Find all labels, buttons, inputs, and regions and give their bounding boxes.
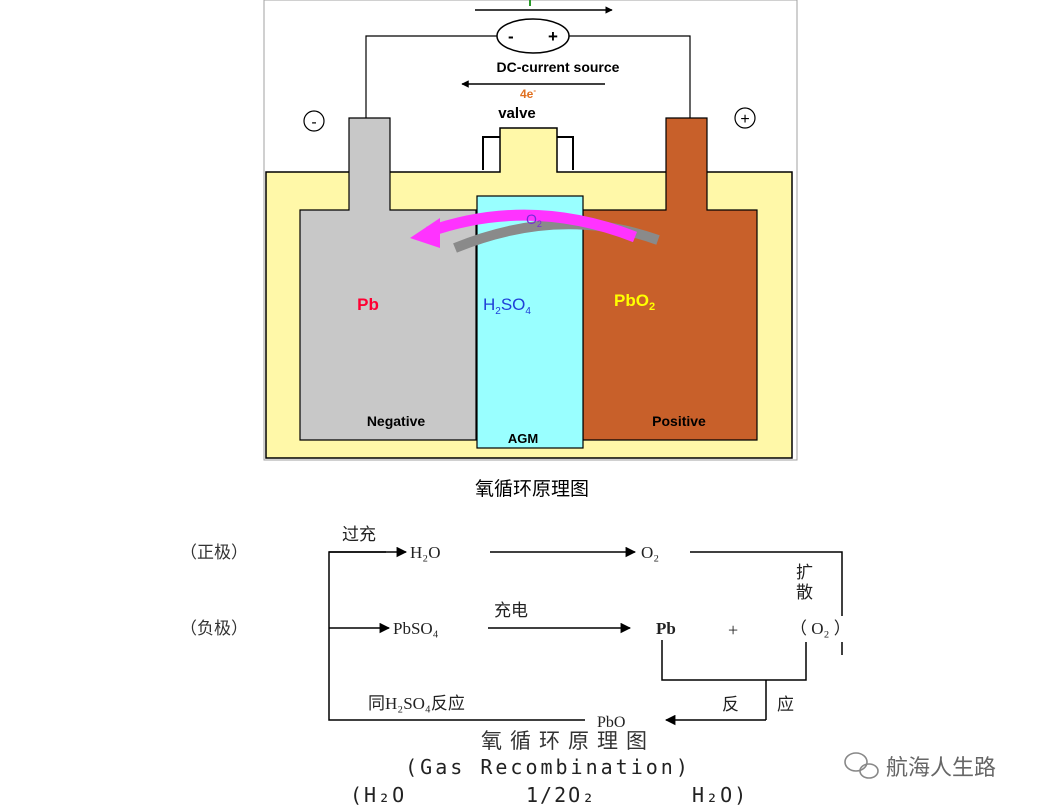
dc-source-label: DC-current source bbox=[497, 59, 620, 75]
bottom-diagram: （正极） 过充 H₂O O₂ 扩 散 （负极） PbSO₄ 充电 Pb + （ … bbox=[180, 525, 851, 807]
formula-part-3: H₂O) bbox=[692, 783, 748, 807]
charge-label: 充电 bbox=[494, 601, 528, 620]
h2o-label: H₂O bbox=[410, 543, 440, 562]
positive-terminal-icon bbox=[734, 107, 756, 129]
positive-terminal-sign: + bbox=[740, 111, 749, 128]
row1-label: （正极） bbox=[180, 543, 248, 562]
formula-part-2: 1/2O₂ bbox=[526, 783, 596, 807]
watermark-text: 航海人生路 bbox=[886, 755, 996, 780]
oxygen-label: O2 bbox=[526, 211, 542, 229]
pbo-label: PbO bbox=[597, 714, 625, 731]
diffuse-label-1: 扩 bbox=[796, 563, 813, 582]
agm-label: AGM bbox=[508, 431, 538, 446]
react-label-1: 反 bbox=[722, 695, 739, 714]
chat-bubble-icon bbox=[844, 752, 879, 779]
negative-terminal-icon bbox=[303, 110, 325, 132]
top-caption: 氧循环原理图 bbox=[475, 478, 589, 500]
wire-right bbox=[569, 35, 691, 120]
positive-label: Positive bbox=[652, 413, 706, 429]
react-label-2: 应 bbox=[777, 695, 794, 714]
formula-part-1: (H₂O bbox=[350, 783, 406, 807]
negative-label: Negative bbox=[367, 413, 426, 429]
watermark: 航海人生路 bbox=[844, 752, 996, 780]
negative-terminal-sign: - bbox=[311, 114, 316, 131]
wire-left bbox=[365, 35, 497, 120]
electron-label: 4e- bbox=[520, 86, 536, 101]
o2-label: O₂ bbox=[641, 543, 659, 562]
top-diagram: - + DC-current source 4e- valve - + O2 P… bbox=[263, 0, 798, 461]
diffuse-label-2: 散 bbox=[796, 583, 813, 602]
diffuse-line bbox=[690, 551, 843, 616]
with-h2so4-label: 同H₂SO₄反应 bbox=[368, 694, 465, 713]
pb-label: Pb bbox=[357, 295, 379, 314]
pb-bottom-label: Pb bbox=[656, 619, 676, 638]
positive-plate bbox=[582, 117, 758, 441]
overcharge-label: 过充 bbox=[342, 525, 376, 544]
o2-paren-label: （ O₂ ） bbox=[790, 619, 851, 638]
row2-label: （负极） bbox=[180, 619, 248, 638]
react-loop bbox=[661, 640, 807, 681]
pbo2-label: PbO2 bbox=[614, 291, 655, 313]
valve-label: valve bbox=[498, 105, 536, 122]
plus-label: + bbox=[728, 620, 738, 640]
pbso4-label: PbSO₄ bbox=[393, 619, 439, 638]
bottom-caption-en: (Gas Recombination) bbox=[405, 755, 691, 779]
source-plus: + bbox=[548, 27, 558, 46]
source-minus: - bbox=[508, 27, 514, 46]
negative-plate bbox=[299, 117, 477, 441]
oxygen-arrow-head bbox=[410, 218, 440, 248]
oxygen-arrow bbox=[426, 209, 637, 243]
h2so4-label: H2SO4 bbox=[483, 295, 531, 317]
bottom-caption-cn: 氧循环原理图 bbox=[481, 729, 655, 753]
